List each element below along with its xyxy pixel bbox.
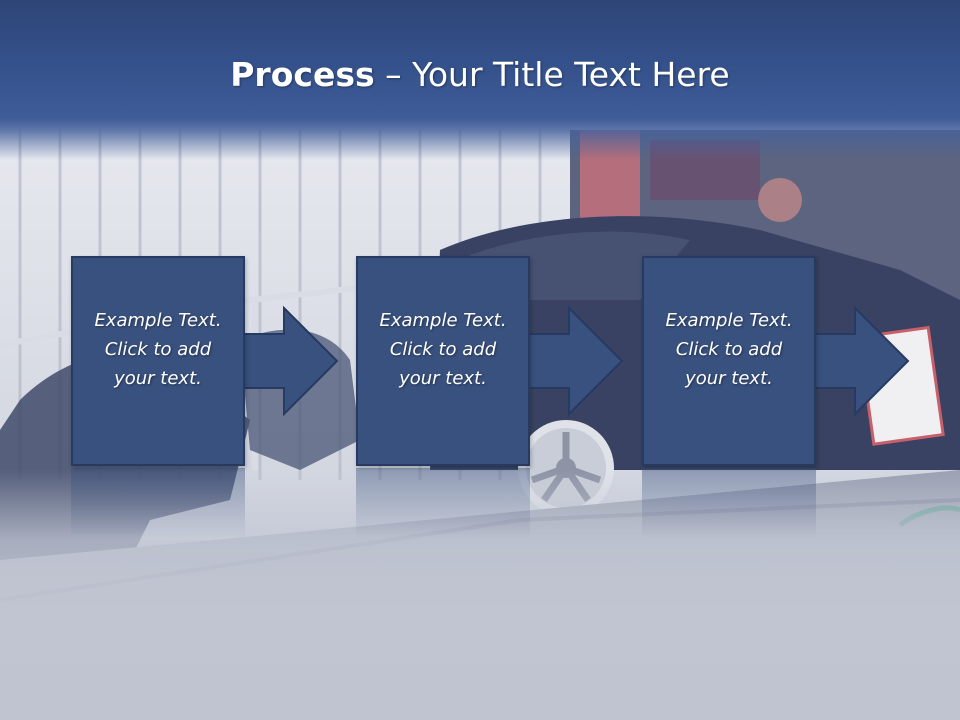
step-1-box[interactable]: Example Text. Click to add your text. [71,256,245,466]
title-bold-part: Process [230,55,375,94]
step-3-box[interactable]: Example Text. Click to add your text. [642,256,816,466]
step-2-text: Example Text. Click to add your text. [379,309,507,389]
step-3-reflection [642,468,816,538]
step-3-arrow [813,306,910,416]
step-1-reflection [71,468,245,538]
slide-title[interactable]: Process – Your Title Text Here [0,52,960,98]
step-2-reflection [356,468,530,538]
title-band [0,0,960,160]
step-1-arrow [242,306,339,416]
step-2-arrow [527,306,624,416]
step-1-text: Example Text. Click to add your text. [94,309,222,389]
bottom-fade-overlay [0,470,960,720]
title-rest-part: – Your Title Text Here [374,55,730,94]
step-3-text: Example Text. Click to add your text. [665,309,793,389]
step-2-box[interactable]: Example Text. Click to add your text. [356,256,530,466]
